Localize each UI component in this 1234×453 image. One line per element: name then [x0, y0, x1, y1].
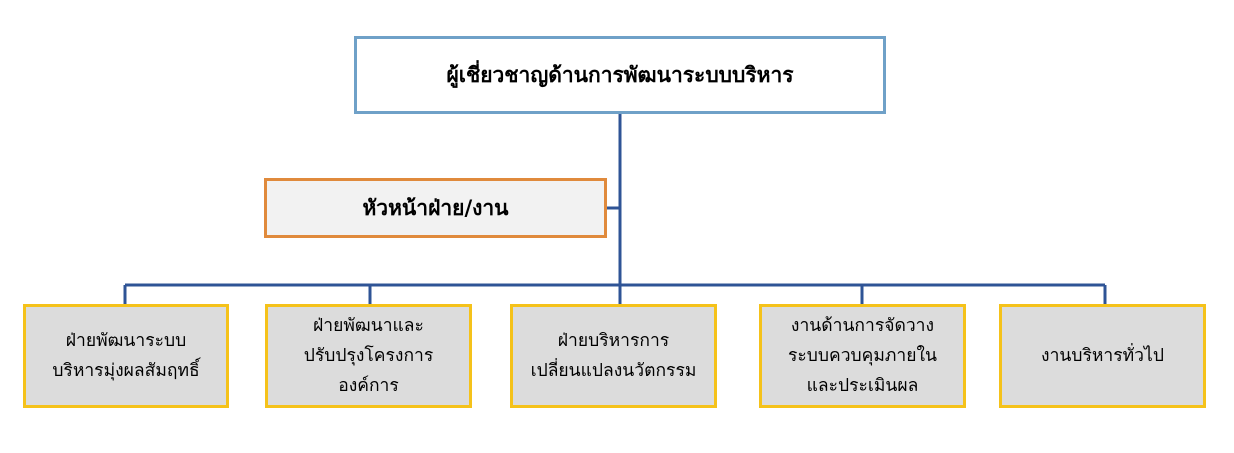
unit-box-internal-control: งานด้านการจัดวาง ระบบควบคุมภายใน และประเ…	[759, 304, 966, 408]
root-position-box: ผู้เชี่ยวชาญด้านการพัฒนาระบบบริหาร	[354, 36, 886, 114]
root-position-label: ผู้เชี่ยวชาญด้านการพัฒนาระบบบริหาร	[446, 62, 794, 87]
unit-label: งานบริหารทั่วไป	[1041, 346, 1164, 366]
unit-label: ฝ่ายพัฒนาและ ปรับปรุงโครงการ องค์การ	[303, 316, 434, 396]
unit-box-results-based-management: ฝ่ายพัฒนาระบบ บริหารมุ่งผลสัมฤทธิ์	[23, 304, 229, 408]
assistant-position-label: หัวหน้าฝ่าย/งาน	[362, 195, 509, 220]
assistant-position-box: หัวหน้าฝ่าย/งาน	[264, 178, 607, 238]
unit-box-general-administration: งานบริหารทั่วไป	[999, 304, 1206, 408]
unit-label: งานด้านการจัดวาง ระบบควบคุมภายใน และประเ…	[787, 316, 938, 396]
unit-label: ฝ่ายพัฒนาระบบ บริหารมุ่งผลสัมฤทธิ์	[52, 331, 200, 381]
unit-box-organization-development: ฝ่ายพัฒนาและ ปรับปรุงโครงการ องค์การ	[265, 304, 472, 408]
unit-label: ฝ่ายบริหารการ เปลี่ยนแปลงนวัตกรรม	[530, 331, 697, 381]
unit-box-change-management: ฝ่ายบริหารการ เปลี่ยนแปลงนวัตกรรม	[510, 304, 717, 408]
